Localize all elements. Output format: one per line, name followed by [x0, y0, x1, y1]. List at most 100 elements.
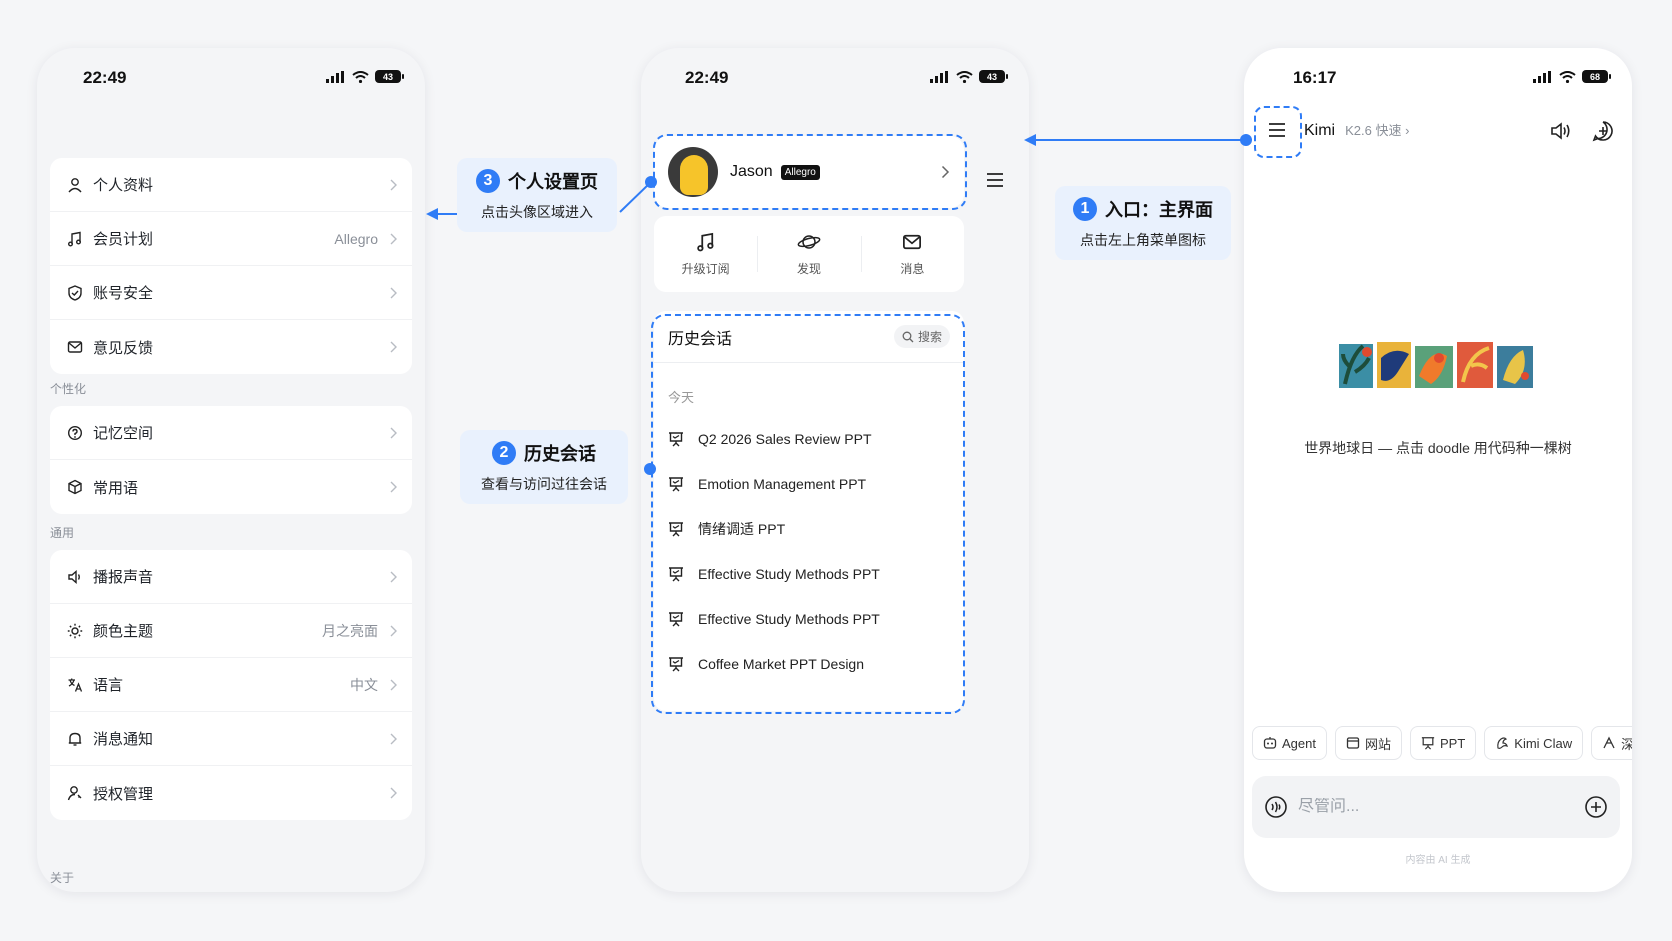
section-label-general: 通用 — [50, 526, 75, 540]
user-key-icon — [66, 784, 84, 802]
chip-deep[interactable]: 深 — [1591, 726, 1632, 760]
model-selector[interactable]: K2.6 快速 › — [1345, 123, 1410, 138]
signal-icon — [326, 70, 344, 83]
history-search-button[interactable]: 搜索 — [893, 325, 950, 348]
chevron-right-icon — [390, 625, 397, 636]
chip-kimi-claw[interactable]: Kimi Claw — [1484, 726, 1584, 760]
callout-subtitle: 点击头像区域进入 — [481, 204, 593, 220]
chip-website[interactable]: 网站 — [1334, 726, 1402, 760]
chevron-right-icon — [390, 679, 397, 690]
menu-phone-screen: 22:49 43 Jason Allegro 升级订阅 发现 消息 — [641, 48, 1029, 892]
mail-icon — [66, 338, 84, 356]
callout-settings: 3 个人设置页 点击头像区域进入 — [457, 158, 617, 232]
history-item[interactable]: Effective Study Methods PPT — [654, 551, 964, 596]
settings-item-security[interactable]: 账号安全 — [50, 266, 412, 320]
browser-icon — [1346, 737, 1360, 749]
chevron-right-icon — [390, 481, 397, 493]
date-group-label: 今天 — [668, 390, 695, 405]
music-note-icon — [66, 230, 84, 248]
speaker-icon — [66, 568, 84, 586]
history-item[interactable]: Q2 2026 Sales Review PPT — [654, 416, 964, 461]
wifi-icon — [1559, 70, 1576, 83]
settings-item-value: 月之亮面 — [322, 622, 378, 639]
signal-icon — [930, 70, 948, 83]
status-bar: 16:17 68 — [1244, 48, 1632, 108]
history-item[interactable]: Coffee Market PPT Design — [654, 641, 964, 686]
history-item[interactable]: Emotion Management PPT — [654, 461, 964, 506]
ai-disclaimer: 内容由 AI 生成 — [1405, 855, 1471, 866]
quick-action-messages[interactable]: 消息 — [860, 216, 964, 292]
status-time: 22:49 — [83, 68, 127, 87]
callout-heading: 入口：主界面 — [1105, 200, 1213, 220]
voice-input-icon[interactable] — [1264, 795, 1288, 819]
doodle-illustration[interactable] — [1339, 336, 1535, 396]
settings-item-authorization[interactable]: 授权管理 — [50, 766, 412, 820]
user-icon — [66, 176, 84, 194]
callout-number: 2 — [492, 441, 516, 465]
planet-icon — [797, 234, 821, 249]
settings-item-voice[interactable]: 播报声音 — [50, 550, 412, 604]
memory-icon — [66, 424, 84, 442]
settings-item-label: 记忆空间 — [93, 425, 154, 442]
settings-item-feedback[interactable]: 意见反馈 — [50, 320, 412, 374]
avatar — [668, 147, 718, 197]
settings-item-label: 消息通知 — [93, 731, 154, 748]
history-item-title: Coffee Market PPT Design — [698, 655, 865, 672]
chip-label: 网站 — [1364, 736, 1391, 752]
status-time: 16:17 — [1293, 68, 1337, 87]
settings-item-label: 颜色主题 — [93, 623, 154, 640]
chevron-right-icon — [390, 427, 397, 438]
chat-input-bar — [1252, 776, 1620, 838]
bell-icon — [66, 730, 84, 748]
quick-actions: 升级订阅 发现 消息 — [654, 216, 964, 292]
main-phone-screen: 16:17 68 Kimi K2.6 快速 › 世界地球日 — 点击 doodl… — [1244, 48, 1632, 892]
speaker-icon[interactable] — [1550, 121, 1572, 141]
chevron-right-icon — [390, 341, 397, 353]
callout-subtitle: 点击左上角菜单图标 — [1080, 232, 1206, 248]
presentation-icon — [668, 565, 686, 583]
settings-item-label: 账号安全 — [93, 285, 154, 302]
quick-action-upgrade[interactable]: 升级订阅 — [654, 216, 757, 292]
chip-label: Agent — [1282, 735, 1316, 751]
chip-label: Kimi Claw — [1514, 735, 1573, 751]
chat-input[interactable] — [1298, 798, 1584, 816]
callout-title: 2 历史会话 — [476, 440, 612, 466]
history-item-title: Effective Study Methods PPT — [698, 610, 880, 627]
doodle-caption: 世界地球日 — 点击 doodle 用代码种一棵树 — [1304, 440, 1572, 456]
history-item[interactable]: Effective Study Methods PPT — [654, 596, 964, 641]
app-header: Kimi K2.6 快速 › — [1304, 120, 1409, 140]
settings-item-profile[interactable]: 个人资料 — [50, 158, 412, 212]
chip-ppt[interactable]: PPT — [1410, 726, 1477, 760]
status-icons: 68 — [1533, 70, 1611, 83]
chevron-right-icon — [941, 165, 950, 179]
history-item-title: 情绪调适 PPT — [698, 520, 786, 537]
callout-entry: 1 入口：主界面 点击左上角菜单图标 — [1055, 186, 1231, 260]
menu-icon[interactable] — [1268, 122, 1286, 138]
settings-group-account: 个人资料 会员计划 Allegro 账号安全 意见反馈 — [50, 158, 412, 374]
chevron-right-icon — [390, 733, 397, 744]
menu-icon[interactable] — [986, 172, 1004, 188]
settings-item-membership[interactable]: 会员计划 Allegro — [50, 212, 412, 266]
add-attachment-icon[interactable] — [1584, 795, 1608, 819]
search-label: 搜索 — [917, 330, 942, 344]
agent-icon — [1263, 737, 1277, 749]
highlight-menu-icon — [1254, 106, 1302, 158]
chevron-right-icon — [390, 287, 397, 298]
chevron-right-icon — [390, 233, 397, 244]
chip-agent[interactable]: Agent — [1252, 726, 1327, 760]
settings-group-general: 播报声音 颜色主题 月之亮面 语言 中文 消息通知 授权管理 — [50, 550, 412, 820]
settings-item-notifications[interactable]: 消息通知 — [50, 712, 412, 766]
battery-icon: 43 — [979, 70, 1008, 83]
new-chat-icon[interactable] — [1592, 120, 1614, 142]
profile-card[interactable]: Jason Allegro — [654, 136, 964, 208]
signal-icon — [1533, 70, 1551, 83]
history-item[interactable]: 情绪调适 PPT — [654, 506, 964, 551]
settings-item-phrases[interactable]: 常用语 — [50, 460, 412, 514]
quick-action-discover[interactable]: 发现 — [757, 216, 860, 292]
settings-item-memory[interactable]: 记忆空间 — [50, 406, 412, 460]
history-item-title: Emotion Management PPT — [698, 475, 867, 492]
settings-item-language[interactable]: 语言 中文 — [50, 658, 412, 712]
callout-heading: 个人设置页 — [508, 172, 598, 192]
app-name: Kimi — [1304, 122, 1336, 139]
settings-item-theme[interactable]: 颜色主题 月之亮面 — [50, 604, 412, 658]
